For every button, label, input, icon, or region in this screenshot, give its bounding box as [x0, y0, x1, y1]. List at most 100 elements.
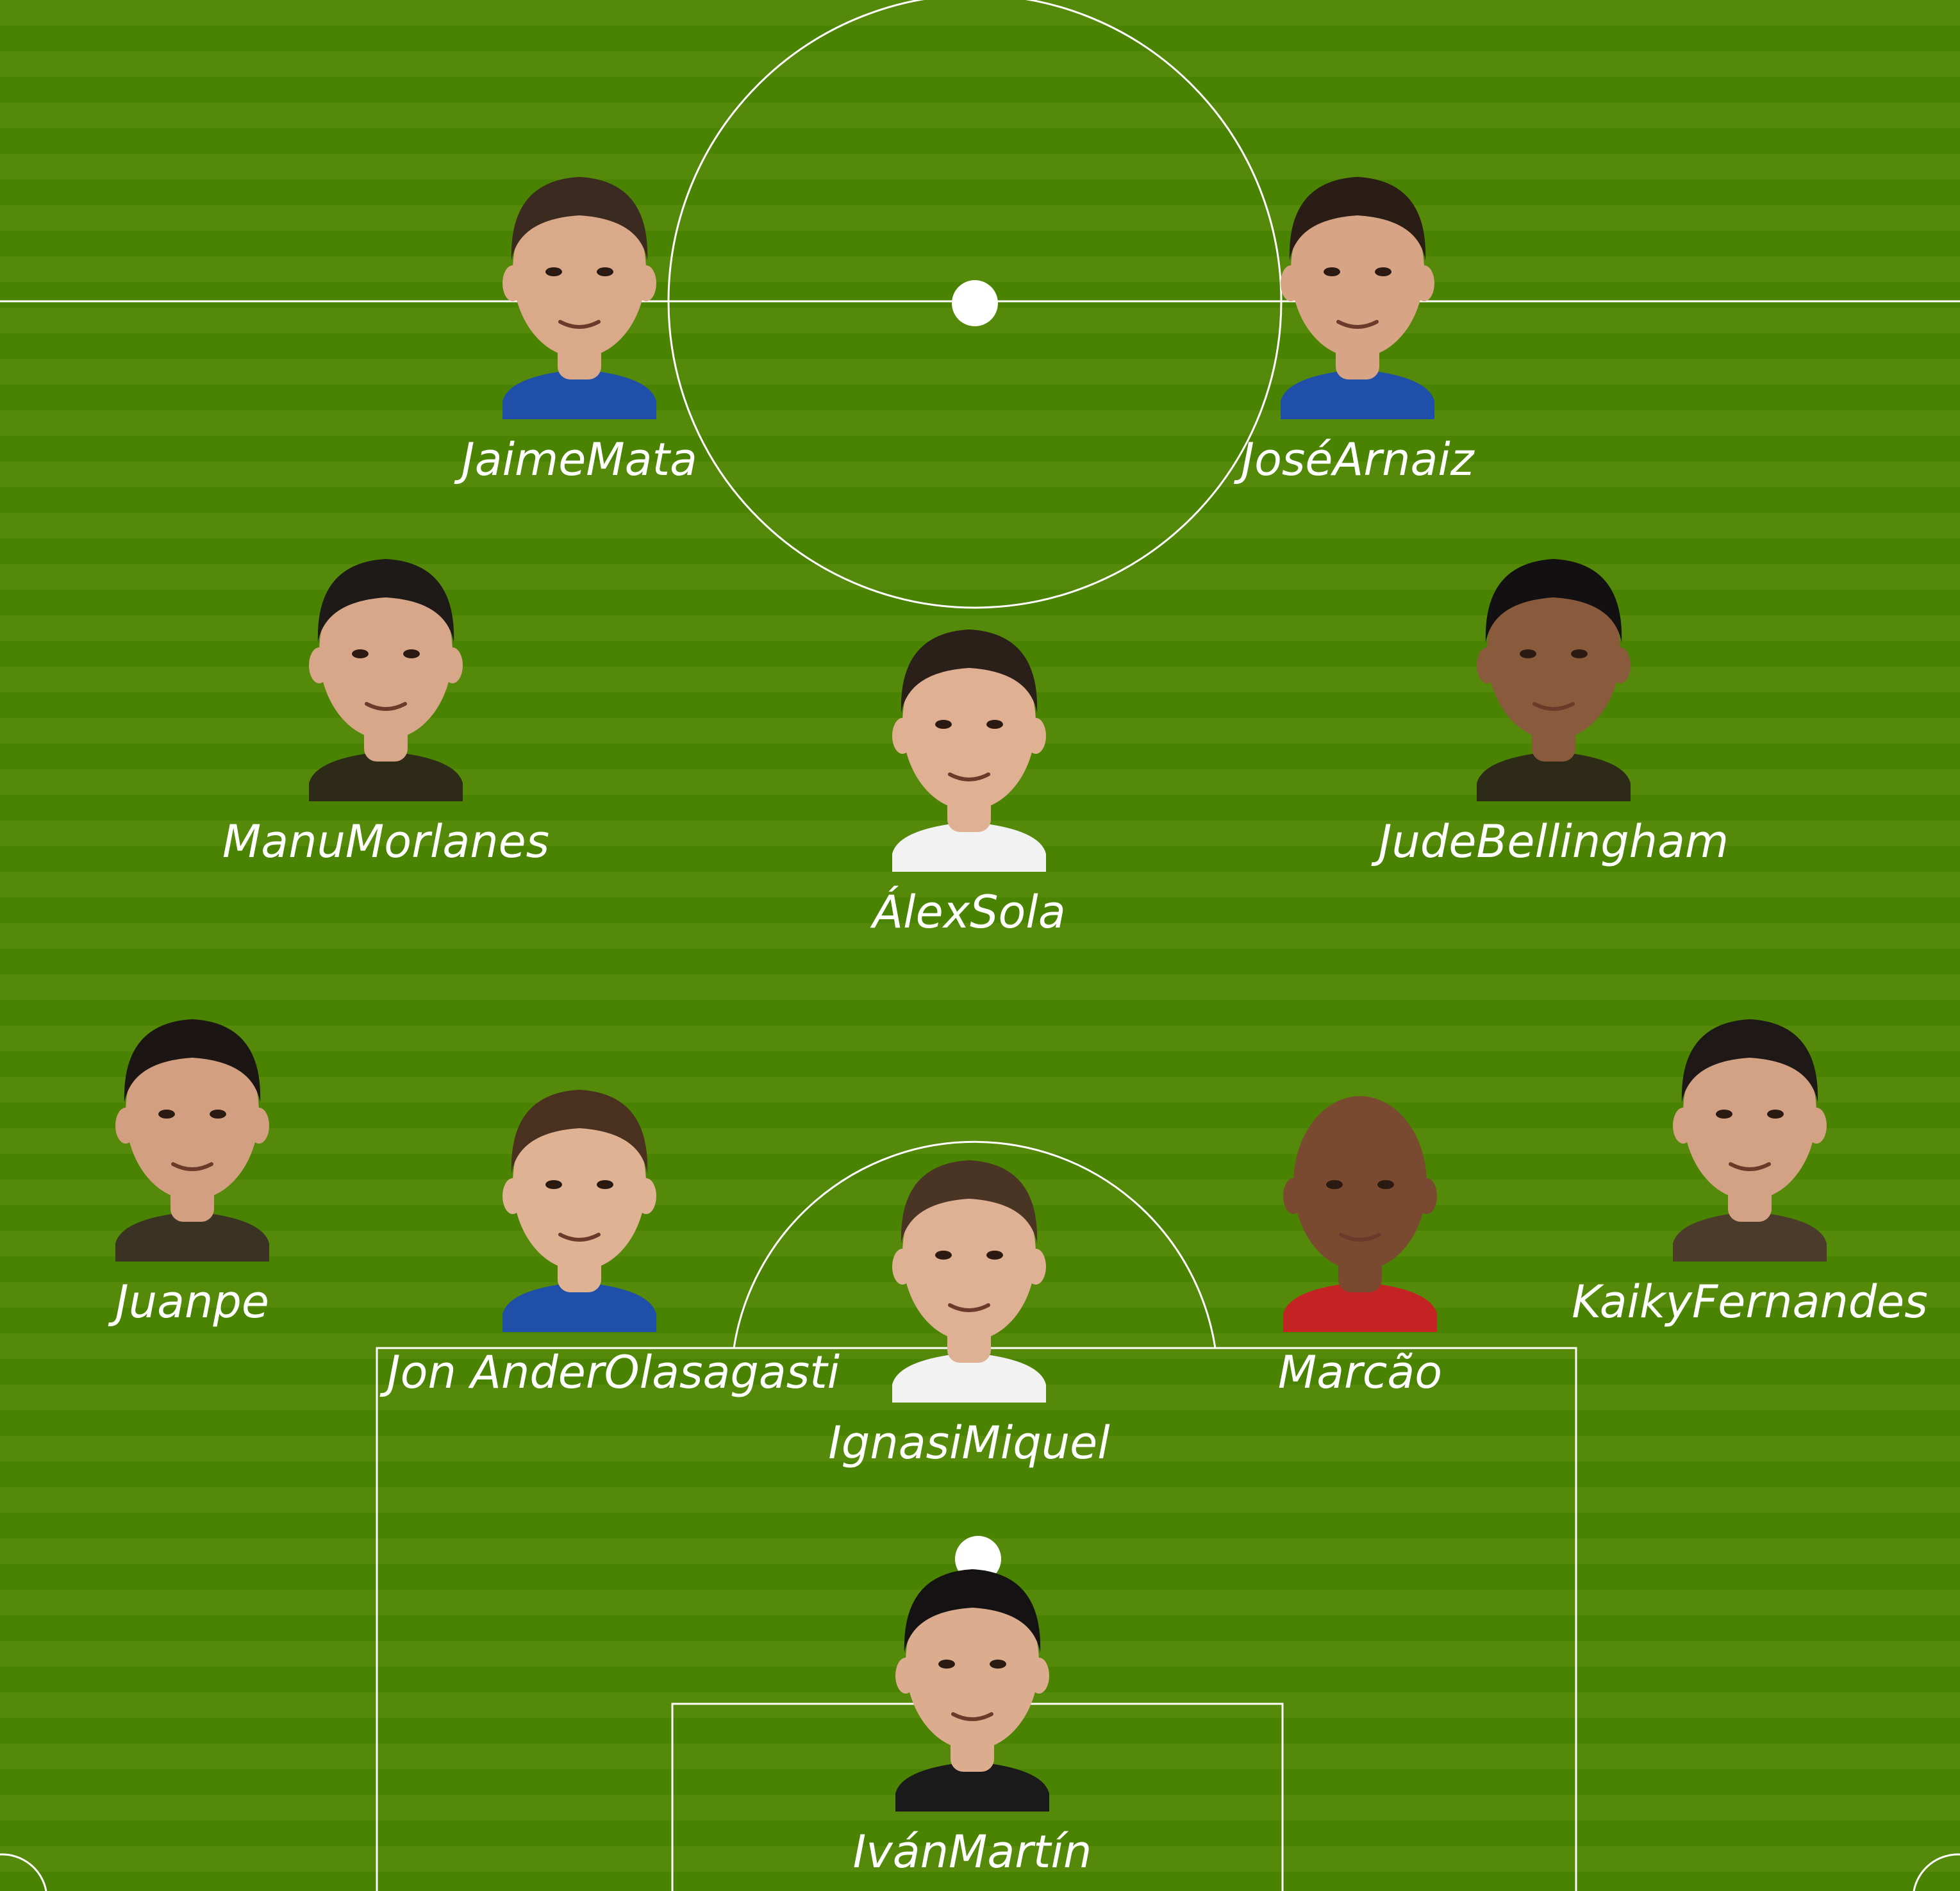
hair-shape [901, 629, 1038, 713]
pitch-stripe [0, 462, 1960, 487]
player-name: ÁlexSola [872, 886, 1066, 938]
player-photo [496, 163, 663, 419]
pitch-stripe [0, 1820, 1960, 1846]
left-eye-shape [545, 1180, 562, 1189]
mouth-shape [1339, 1233, 1381, 1242]
mouth-shape [1532, 702, 1575, 711]
player-portrait-icon [502, 177, 656, 419]
player-portrait-icon [1281, 177, 1434, 419]
left-eye-shape [935, 720, 952, 729]
player-photo [886, 615, 1052, 872]
pitch-stripe [0, 1000, 1960, 1026]
face-shape [1293, 1096, 1427, 1270]
pitch-stripe [0, 564, 1960, 590]
player-photo [1666, 1005, 1833, 1262]
mouth-shape [558, 320, 601, 329]
player-card-jose-arnaiz[interactable]: JoséArnaiz [1165, 163, 1550, 482]
center-circle [667, 0, 1283, 609]
face-shape [1291, 183, 1424, 358]
player-portrait-icon [895, 1569, 1049, 1812]
face-shape [513, 183, 646, 358]
left-eye-shape [935, 1251, 952, 1260]
corner-arc-right [1913, 1853, 1960, 1891]
hair-shape [511, 1090, 648, 1173]
right-eye-shape [1767, 1110, 1784, 1119]
pitch-stripe [0, 436, 1960, 462]
shirt-shape [1673, 1212, 1827, 1262]
player-photo [1277, 1076, 1443, 1332]
penalty-arc [733, 1140, 1217, 1349]
pitch-stripe [0, 154, 1960, 179]
player-card-manu-morlanes[interactable]: ManuMorlanes [194, 545, 578, 864]
player-portrait-icon [1477, 559, 1631, 801]
pitch-stripe [0, 256, 1960, 282]
mouth-shape [951, 1712, 993, 1721]
pitch-stripe [0, 1103, 1960, 1128]
face-shape [126, 1026, 259, 1200]
player-card-kaiky-fernandes[interactable]: KaikyFernandes [1557, 1005, 1942, 1324]
pitch-stripe [0, 103, 1960, 128]
right-eye-shape [597, 1180, 613, 1189]
player-photo [109, 1005, 276, 1262]
player-name: Juanpe [115, 1276, 269, 1328]
pitch-stripe [0, 385, 1960, 410]
player-portrait-icon [1283, 1096, 1437, 1332]
player-card-jaime-mata[interactable]: JaimeMata [387, 163, 772, 482]
left-eye-shape [1324, 267, 1340, 276]
mouth-shape [948, 772, 990, 781]
right-eye-shape [1377, 1180, 1394, 1189]
hair-shape [904, 1569, 1041, 1653]
pitch-stripe [0, 538, 1960, 564]
player-photo [889, 1555, 1056, 1812]
player-photo [1470, 545, 1637, 801]
player-name: IgnasiMiquel [828, 1417, 1110, 1469]
left-eye-shape [545, 267, 562, 276]
player-card-ignasi-miquel[interactable]: IgnasiMiquel [777, 1146, 1161, 1465]
player-name: IvánMartín [852, 1826, 1092, 1878]
face-shape [902, 636, 1036, 810]
hair-shape [1485, 559, 1622, 642]
pitch-stripe [0, 1436, 1960, 1462]
pitch-stripe [0, 1410, 1960, 1436]
mouth-shape [171, 1162, 213, 1171]
player-card-jon-ander-olasagasti[interactable]: Jon AnderOlasagasti [387, 1076, 840, 1395]
hair-shape [511, 177, 648, 260]
pitch-stripe [0, 128, 1960, 154]
left-eye-shape [938, 1660, 955, 1669]
pitch-stripe [0, 1026, 1960, 1051]
left-eye-shape [352, 649, 369, 658]
shirt-shape [895, 1762, 1049, 1812]
pitch-stripe [0, 1051, 1960, 1077]
pitch-stripe [0, 179, 1960, 205]
player-name: JaimeMata [461, 433, 697, 486]
pitch-stripe [0, 949, 1960, 974]
hair-shape [1681, 1019, 1818, 1103]
pitch-stripe [0, 1872, 1960, 1891]
right-eye-shape [403, 649, 420, 658]
hair-shape [1289, 177, 1426, 260]
player-name: ManuMorlanes [222, 815, 550, 868]
shirt-shape [1281, 369, 1434, 419]
player-card-juanpe[interactable]: Juanpe [0, 1005, 385, 1324]
shirt-shape [309, 751, 463, 801]
right-eye-shape [986, 720, 1003, 729]
pitch-stripe [0, 0, 1960, 26]
left-eye-shape [158, 1110, 175, 1119]
mouth-shape [558, 1233, 601, 1242]
player-card-alex-sola[interactable]: ÁlexSola [777, 615, 1161, 935]
right-eye-shape [597, 267, 613, 276]
right-eye-shape [986, 1251, 1003, 1260]
player-card-marcao[interactable]: Marcão [1168, 1076, 1552, 1395]
player-portrait-icon [309, 559, 463, 801]
face-shape [1683, 1026, 1816, 1200]
player-card-jude-bellingham[interactable]: JudeBellingham [1361, 545, 1746, 864]
player-photo [1274, 163, 1441, 419]
shirt-shape [1477, 751, 1631, 801]
left-eye-shape [1520, 649, 1536, 658]
player-card-ivan-martin[interactable]: IvánMartín [780, 1555, 1165, 1874]
pitch-stripe [0, 974, 1960, 1000]
pitch-stripe [0, 205, 1960, 231]
pitch-stripe [0, 923, 1960, 949]
pitch-stripe [0, 231, 1960, 256]
right-eye-shape [1375, 267, 1391, 276]
